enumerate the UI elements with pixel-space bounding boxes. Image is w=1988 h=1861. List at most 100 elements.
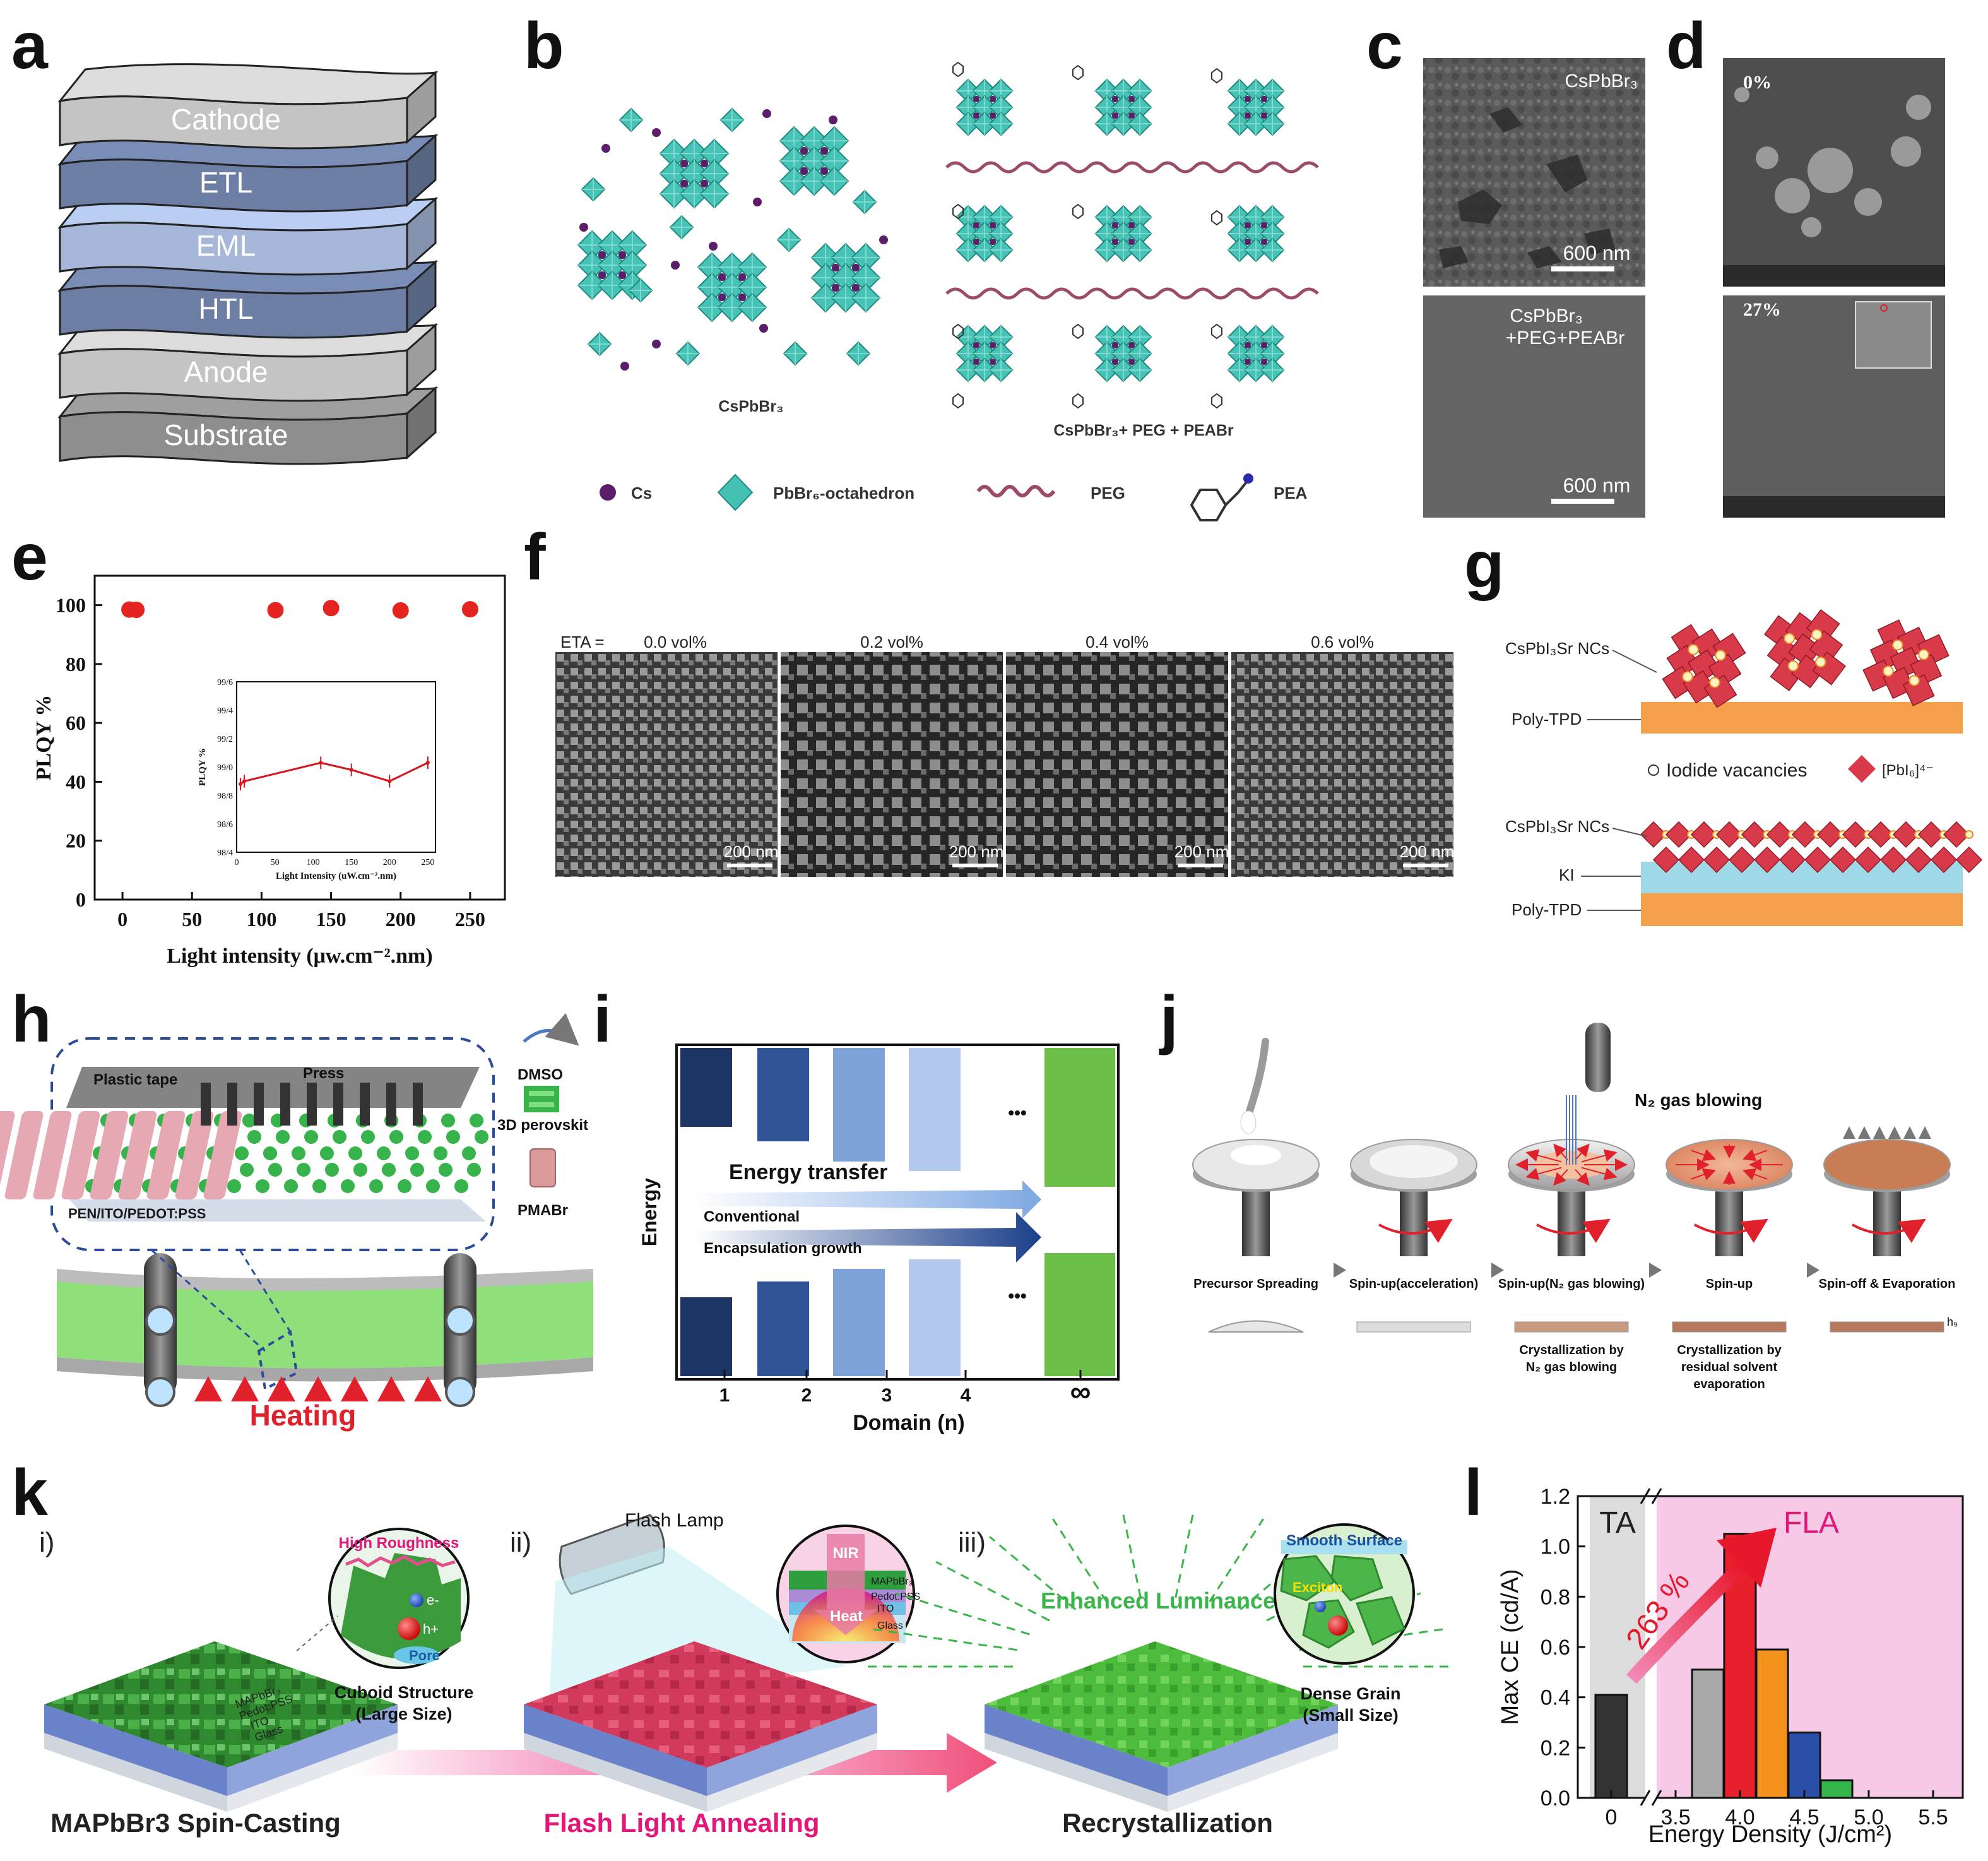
press-pin [333, 1083, 343, 1126]
panel-label-j: j [1159, 983, 1178, 1056]
cs-atom [1261, 112, 1268, 119]
perovskite-grain [454, 1179, 468, 1193]
pmabr-sheet [4, 1111, 44, 1199]
bar-5 [1819, 1779, 1854, 1799]
domain-tick-label: ∞ [1070, 1375, 1091, 1408]
substrate-disc [1823, 1139, 1951, 1191]
peg-chain [945, 161, 1319, 174]
conduction-band-3 [833, 1048, 885, 1162]
pmabr-sheet [61, 1111, 100, 1199]
domain-tick-label: 2 [802, 1385, 812, 1406]
cs-atom [1128, 112, 1135, 119]
perovskite-grain [242, 1114, 256, 1127]
cs-atom [1244, 95, 1251, 102]
press-pin [254, 1083, 264, 1126]
octahedron [1652, 846, 1680, 874]
spindle [1715, 1180, 1743, 1256]
spin-arrow-icon [1536, 1218, 1611, 1244]
film-profile [1672, 1321, 1787, 1333]
perovskite-grain [410, 1163, 424, 1177]
cs-atom [1261, 239, 1268, 246]
inset-y-label: PLQY % [198, 748, 208, 786]
octahedron [1917, 821, 1945, 848]
octahedron [1690, 821, 1718, 848]
perovskite-grain [247, 1130, 261, 1144]
y-tick-label: 100 [56, 594, 86, 617]
y-tick-label: 0.0 [1541, 1787, 1570, 1810]
pea-molecule [1072, 393, 1084, 409]
electron-icon-2 [1315, 1601, 1326, 1612]
y-tick-label: 0.8 [1541, 1585, 1570, 1609]
panel-b: b CsPbBr₃ CsPbBr₃+ PEG + PEABr Cs PbBr₆-… [524, 9, 1319, 521]
next-arrow-icon [1649, 1263, 1662, 1278]
domain-tick-label: 1 [719, 1385, 730, 1406]
sem-image-0 [555, 652, 778, 877]
perovskite-grain [446, 1130, 460, 1144]
octahedron [1715, 821, 1743, 848]
sem-label-bottom-2: +PEG+PEABr [1506, 328, 1624, 348]
inset-x-tick-label: 200 [383, 858, 396, 867]
peg-chain-icon [976, 485, 1056, 497]
inset-y-tick-label: 99/0 [217, 763, 233, 773]
dense-label: Dense Grain [1300, 1684, 1400, 1703]
inset-marker-icon [1880, 304, 1888, 312]
y-tick-label: 0.6 [1541, 1636, 1570, 1660]
pmabr-label: PMABr [518, 1202, 568, 1219]
octahedron [1677, 846, 1705, 874]
next-arrow-icon [1807, 1263, 1819, 1278]
y-tick-label: 0.4 [1541, 1686, 1570, 1710]
perovskite-grain [292, 1146, 305, 1160]
x-tick-label: 3.5 [1660, 1805, 1690, 1829]
press-pin [201, 1083, 211, 1126]
cs-atom [579, 223, 588, 232]
small-size-label: (Small Size) [1303, 1706, 1399, 1725]
sem-pct-27: 27% [1743, 299, 1781, 320]
cs-atom [652, 340, 661, 348]
data-point [128, 602, 145, 619]
cs-atom [990, 359, 997, 366]
y-tick-label: 80 [66, 653, 86, 675]
cs-atom [738, 293, 747, 302]
caption-left: CsPbBr₃ [718, 398, 783, 415]
x-tick-label: 150 [316, 908, 346, 931]
cs-atom [1111, 95, 1118, 102]
octahedron-icon [717, 473, 754, 511]
inset-point [349, 768, 353, 772]
poly-label-top: Poly-TPD [1512, 710, 1582, 728]
cs-atom [1111, 239, 1118, 246]
exciton-label: Exciton [1293, 1579, 1342, 1595]
panel-h: h Plastic tape Press PEN/ITO/PEDOT:PSS D… [0, 983, 593, 1432]
layer-side-etl [406, 133, 437, 208]
conventional-label: Conventional [704, 1208, 800, 1225]
octahedron [1943, 821, 1970, 848]
structure-legend: Cs PbBr₆-octahedron PEG PEA [600, 473, 1308, 521]
valence-band-2 [757, 1281, 809, 1376]
layer-side-cathode [406, 70, 437, 145]
film-thickness-label: h₉ [1947, 1316, 1958, 1328]
stage-label-1: MAPbBr3 Spin-Casting [50, 1808, 341, 1838]
cs-atom [598, 251, 606, 259]
inset-point [425, 761, 430, 765]
vacancy-label: Iodide vacancies [1666, 760, 1807, 781]
data-point [461, 601, 478, 618]
conduction-band-1 [680, 1048, 732, 1127]
legend-pea: PEA [1274, 484, 1308, 502]
panel-label-d: d [1666, 9, 1707, 83]
sem-particles [1734, 87, 1931, 237]
pipette-icon [1246, 1038, 1269, 1115]
panel-label-l: l [1464, 1456, 1482, 1530]
cs-atom [1244, 359, 1251, 366]
inset-x-tick-label: 50 [271, 858, 280, 867]
data-point [392, 602, 409, 619]
cs-atom [800, 167, 808, 175]
spindle [1400, 1180, 1428, 1256]
layer-label-anode: Anode [184, 355, 268, 388]
inset-y-tick-label: 99/6 [217, 678, 233, 687]
cs-atom [973, 342, 979, 348]
panel-k: k i) ii) iii) MAPbBr₃ Pedot:PSS ITO Glas… [11, 1456, 1455, 1838]
spin-arrow-icon [1378, 1218, 1453, 1244]
x-tick-label: 5.5 [1918, 1805, 1948, 1829]
y-axis-label: PLQY % [32, 695, 56, 781]
crystallization-note: residual solvent [1681, 1360, 1778, 1374]
panel-i: i Energy transfer Conventional Encapsula… [593, 983, 1120, 1435]
